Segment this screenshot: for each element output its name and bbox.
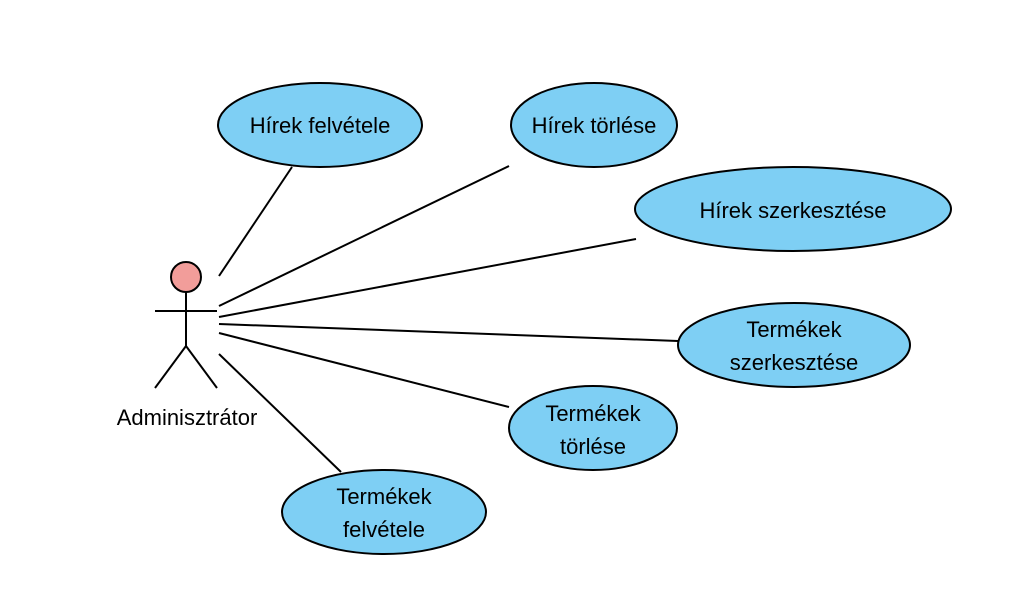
use-case-label-line-1: Termékek [545, 401, 641, 426]
use-case-ellipse [281, 469, 487, 555]
use-case-label: Hírek törlése [532, 113, 657, 138]
associations [218, 165, 679, 473]
use-case-label: Hírek szerkesztése [699, 198, 886, 223]
use-case-label-line-2: törlése [560, 434, 626, 459]
association-termekek-felvetele [218, 353, 342, 473]
use-case-hirek-felvetele: Hírek felvétele [217, 82, 423, 168]
use-case-label-line-2: szerkesztése [730, 350, 858, 375]
use-case-hirek-szerkesztese: Hírek szerkesztése [634, 166, 952, 252]
association-hirek-felvetele [218, 166, 293, 277]
association-hirek-torlese [218, 165, 510, 307]
use-case-termekek-felvetele: Termékek felvétele [281, 469, 487, 555]
use-case-ellipse [510, 82, 678, 168]
use-case-label-line-2: felvétele [343, 517, 425, 542]
actor-left-leg [154, 345, 187, 389]
actor-adminisztrator [154, 261, 218, 389]
actor-head [170, 261, 202, 293]
use-case-termekek-torlese: Termékek törlése [508, 385, 678, 471]
association-termekek-szerkesztese [218, 323, 679, 342]
use-case-ellipse [677, 302, 911, 388]
use-case-label-line-1: Termékek [336, 484, 432, 509]
use-case-label: Hírek felvétele [250, 113, 391, 138]
use-case-ellipse [217, 82, 423, 168]
use-case-ellipse [634, 166, 952, 252]
use-case-label-line-1: Termékek [746, 317, 842, 342]
use-case-ellipse [508, 385, 678, 471]
association-hirek-szerkesztese [218, 238, 637, 318]
actor-label: Adminisztrátor [117, 405, 258, 430]
use-case-termekek-szerkesztese: Termékek szerkesztése [677, 302, 911, 388]
association-termekek-torlese [218, 332, 510, 408]
use-case-hirek-torlese: Hírek törlése [510, 82, 678, 168]
actor-right-leg [185, 345, 218, 389]
